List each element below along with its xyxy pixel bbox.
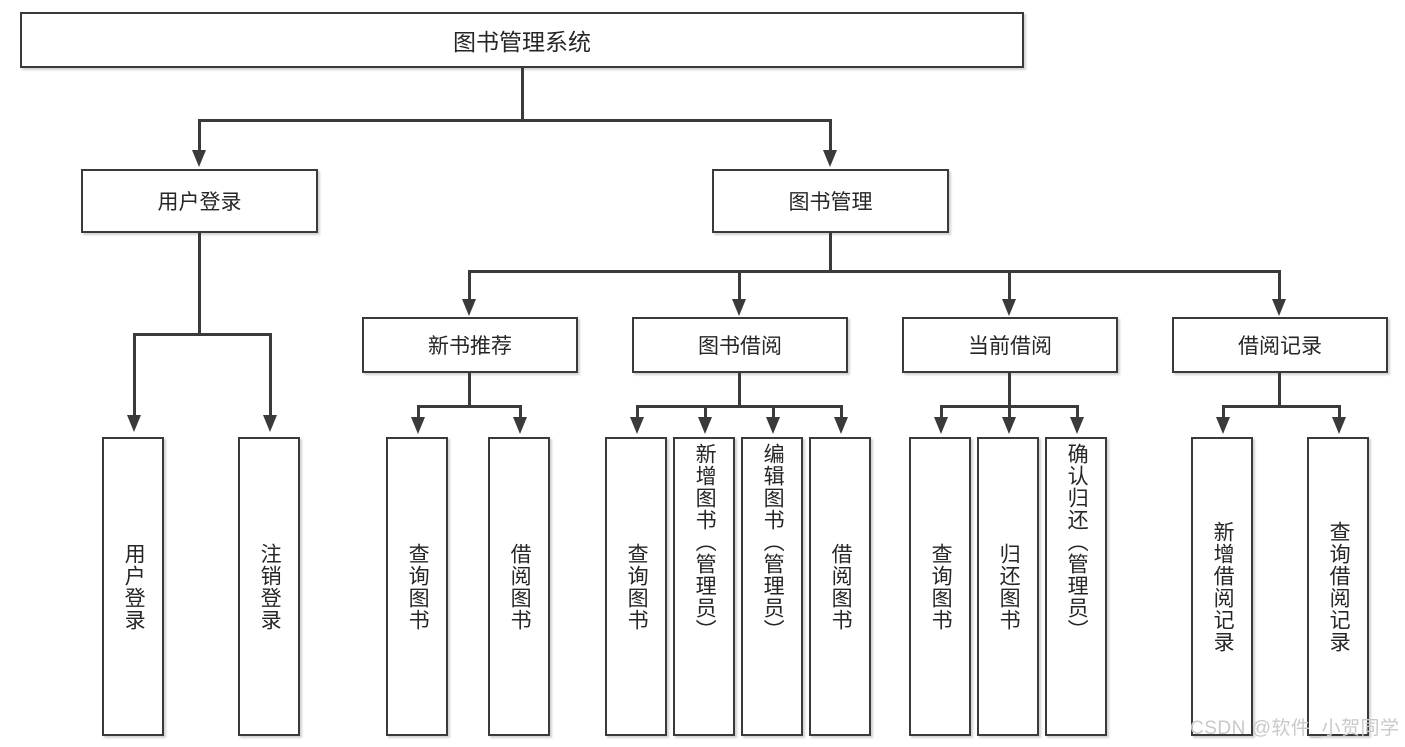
leaf-confirm-return-admin[interactable]: 确认归还（管理员） [1045,437,1107,736]
leaf-label: 新增图书（管理员） [693,443,717,641]
connector-book-management-stem [829,233,832,272]
leaf-label: 新增借阅记录 [1211,520,1235,653]
arrow-to-book-management [823,150,837,167]
arrow-to-book-borrow [732,299,746,316]
leaf-query-borrow-record[interactable]: 查询借阅记录 [1307,437,1369,736]
connector-drop-nb-leaf-1 [417,405,420,419]
leaf-add-borrow-record[interactable]: 新增借阅记录 [1191,437,1253,736]
connector-drop-book-management [829,119,832,152]
connector-drop-borrow-record [1278,270,1281,301]
leaf-query-book-borrow[interactable]: 查询图书 [605,437,667,736]
arrow-to-bb-leaf-1 [630,417,644,434]
connector-drop-br-leaf-2 [1338,405,1341,419]
leaf-user-login[interactable]: 用户登录 [102,437,164,736]
connector-book-borrow-stem [738,373,741,407]
leaf-logout[interactable]: 注销登录 [238,437,300,736]
watermark-text: CSDN @软件_小贺同学 [1190,718,1400,739]
leaf-borrow-book[interactable]: 借阅图书 [809,437,871,736]
node-new-book-recommend[interactable]: 新书推荐 [362,317,578,373]
arrow-to-cb-leaf-1 [934,417,948,434]
leaf-edit-book-admin[interactable]: 编辑图书（管理员） [741,437,803,736]
leaf-label: 查询图书 [625,542,649,631]
arrow-to-bb-leaf-2 [698,417,712,434]
watermark: CSDN @软件_小贺同学 [1190,713,1399,740]
connector-level1-bus [198,119,832,122]
leaf-label: 归还图书 [997,542,1021,631]
connector-user-login-stem [198,233,201,335]
arrow-to-borrow-record [1272,299,1286,316]
node-label: 借阅记录 [1238,335,1322,358]
connector-current-borrow-stem [1008,373,1011,407]
arrow-to-leaf-user-login [127,415,141,432]
node-user-login[interactable]: 用户登录 [81,169,318,233]
leaf-label: 借阅图书 [829,542,853,631]
connector-borrow-record-bus [1222,405,1340,408]
node-label: 图书借阅 [698,335,782,358]
connector-user-login-bus [133,333,271,336]
connector-new-book-stem [468,373,471,407]
node-label: 用户登录 [157,191,242,214]
leaf-label: 编辑图书（管理员） [761,443,785,641]
connector-drop-cb-leaf-3 [1076,405,1079,419]
connector-drop-leaf-user-login [133,333,136,417]
arrow-to-new-book-recommend [462,299,476,316]
leaf-query-book-recommend[interactable]: 查询图书 [386,437,448,736]
node-label: 当前借阅 [968,335,1052,358]
arrow-to-cb-leaf-3 [1070,417,1084,434]
leaf-label: 查询借阅记录 [1327,520,1351,653]
connector-drop-br-leaf-1 [1222,405,1225,419]
leaf-label: 注销登录 [258,542,282,631]
leaf-label: 用户登录 [122,542,146,631]
node-root-book-management-system[interactable]: 图书管理系统 [20,12,1024,68]
arrow-to-br-leaf-1 [1216,417,1230,434]
leaf-query-book-current[interactable]: 查询图书 [909,437,971,736]
arrow-to-bb-leaf-4 [834,417,848,434]
arrow-to-cb-leaf-2 [1002,417,1016,434]
connector-drop-book-borrow [738,270,741,301]
connector-drop-user-login [198,119,201,152]
connector-drop-bb-leaf-4 [840,405,843,419]
leaf-label: 确认归还（管理员） [1065,443,1089,641]
connector-drop-cb-leaf-1 [940,405,943,419]
arrow-to-nb-leaf-2 [513,417,527,434]
connector-drop-bb-leaf-3 [772,405,775,419]
node-label: 图书管理 [788,191,873,214]
leaf-return-book[interactable]: 归还图书 [977,437,1039,736]
connector-drop-bb-leaf-2 [704,405,707,419]
connector-drop-bb-leaf-1 [636,405,639,419]
connector-book-borrow-bus [636,405,842,408]
leaf-label: 查询图书 [406,542,430,631]
leaf-borrow-book-recommend[interactable]: 借阅图书 [488,437,550,736]
node-label: 图书管理系统 [453,29,591,55]
leaf-label: 借阅图书 [508,542,532,631]
node-label: 新书推荐 [428,335,512,358]
arrow-to-leaf-logout [263,415,277,432]
arrow-to-user-login [192,150,206,167]
node-current-borrow[interactable]: 当前借阅 [902,317,1118,373]
node-borrow-record[interactable]: 借阅记录 [1172,317,1388,373]
node-book-management[interactable]: 图书管理 [712,169,949,233]
connector-drop-current-borrow [1008,270,1011,301]
connector-new-book-bus [417,405,521,408]
node-book-borrow[interactable]: 图书借阅 [632,317,848,373]
connector-drop-nb-leaf-2 [519,405,522,419]
connector-drop-leaf-logout [269,333,272,417]
connector-borrow-record-stem [1278,373,1281,407]
leaf-label: 查询图书 [929,542,953,631]
arrow-to-br-leaf-2 [1332,417,1346,434]
arrow-to-bb-leaf-3 [766,417,780,434]
connector-level2-bus [468,270,1278,273]
connector-drop-new-book [468,270,471,301]
arrow-to-current-borrow [1002,299,1016,316]
connector-root-stem [521,68,524,120]
arrow-to-nb-leaf-1 [411,417,425,434]
connector-drop-cb-leaf-2 [1008,405,1011,419]
leaf-add-book-admin[interactable]: 新增图书（管理员） [673,437,735,736]
